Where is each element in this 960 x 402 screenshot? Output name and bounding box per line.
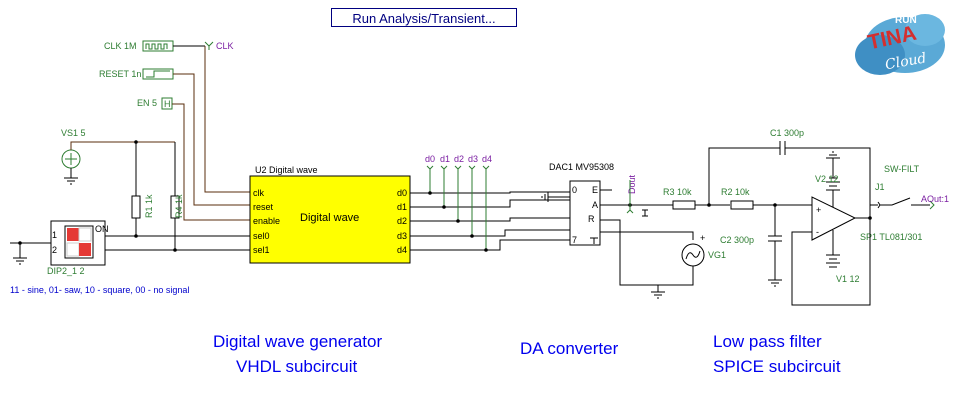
v2-supply[interactable] bbox=[826, 177, 840, 191]
opamp-label: SP1 TL081/301 bbox=[860, 232, 922, 242]
dip-on-label: ON bbox=[95, 224, 109, 234]
dac-label: DAC1 MV95308 bbox=[549, 162, 614, 172]
clk-net-label: CLK bbox=[216, 41, 234, 51]
dac-pin7: 7 bbox=[572, 235, 577, 245]
caption-lpf-line1: Low pass filter bbox=[713, 332, 822, 351]
r1-resistor[interactable] bbox=[131, 195, 141, 219]
u2-title: U2 Digital wave bbox=[255, 165, 318, 175]
switch-label: SW-FILT bbox=[884, 164, 920, 174]
logo-cloud-text: Cloud bbox=[884, 50, 928, 73]
c2-label: C2 300p bbox=[720, 235, 754, 245]
u2-out-d2: d2 bbox=[397, 216, 407, 226]
dac-pin-a: A bbox=[592, 200, 598, 210]
u2-out-d4: d4 bbox=[397, 245, 407, 255]
caption-lpf-line2: SPICE subcircuit bbox=[713, 357, 841, 376]
u2-out-d3: d3 bbox=[397, 231, 407, 241]
r2-resistor[interactable] bbox=[730, 200, 754, 210]
run-analysis-transient-button[interactable]: Run Analysis/Transient... bbox=[331, 8, 517, 27]
v1-label: V1 12 bbox=[836, 274, 860, 284]
dac-pin-r: R bbox=[588, 214, 595, 224]
u2-in-clk: clk bbox=[253, 188, 264, 198]
u2-in-sel0: sel0 bbox=[253, 231, 270, 241]
switch-j1-label: J1 bbox=[875, 182, 885, 192]
probe-d0-label: d0 bbox=[425, 154, 435, 164]
u2-digital-wave-block[interactable] bbox=[249, 175, 411, 264]
u2-name: Digital wave bbox=[300, 212, 359, 224]
r2-label: R2 10k bbox=[721, 187, 750, 197]
dac-chip[interactable] bbox=[569, 180, 601, 246]
probe-d4-label: d4 bbox=[482, 154, 492, 164]
dac-pin-e: E bbox=[592, 185, 598, 195]
dip-pin1: 1 bbox=[52, 230, 57, 240]
u2-in-sel1: sel1 bbox=[253, 245, 270, 255]
r4-label: R4 1k bbox=[174, 194, 184, 218]
v1-supply[interactable] bbox=[826, 254, 840, 268]
probe-d1-label: d1 bbox=[440, 154, 450, 164]
dac-probe-dout: Dout bbox=[627, 174, 637, 194]
c2-capacitor[interactable] bbox=[768, 235, 782, 242]
u2-in-reset: reset bbox=[253, 202, 274, 212]
dac-pin0: 0 bbox=[572, 185, 577, 195]
aout-net-label: AOut:1 bbox=[921, 194, 949, 204]
r1-label: R1 1k bbox=[144, 194, 154, 218]
clk-source-label: CLK 1M bbox=[104, 41, 137, 51]
svg-text:+: + bbox=[816, 205, 821, 215]
caption-dac: DA converter bbox=[520, 339, 619, 358]
svg-text:+: + bbox=[700, 233, 705, 243]
probe-d3-label: d3 bbox=[468, 154, 478, 164]
c1-capacitor[interactable] bbox=[779, 141, 786, 155]
r3-resistor[interactable] bbox=[672, 200, 696, 210]
dip-label: DIP2_1 2 bbox=[47, 266, 85, 276]
sw-filt-switch[interactable] bbox=[880, 197, 911, 206]
caption-generator-line2: VHDL subcircuit bbox=[236, 357, 358, 376]
opamp-sp1[interactable] bbox=[811, 196, 857, 241]
u2-out-d1: d1 bbox=[397, 202, 407, 212]
v2-label: V2 12 bbox=[815, 174, 839, 184]
vs1-label: VS1 5 bbox=[61, 128, 86, 138]
en-source-label: EN 5 bbox=[137, 98, 157, 108]
r3-label: R3 10k bbox=[663, 187, 692, 197]
caption-generator-line1: Digital wave generator bbox=[213, 332, 382, 351]
u2-out-d0: d0 bbox=[397, 188, 407, 198]
c1-label: C1 300p bbox=[770, 128, 804, 138]
probe-d2-label: d2 bbox=[454, 154, 464, 164]
u2-in-enable: enable bbox=[253, 216, 280, 226]
en-source-h: H bbox=[164, 99, 171, 109]
dip-legend: 11 - sine, 01- saw, 10 - square, 00 - no… bbox=[10, 285, 189, 295]
svg-text:-: - bbox=[816, 227, 819, 237]
reset-source-label: RESET 1n bbox=[99, 69, 141, 79]
logo-run-text: RUN bbox=[895, 15, 917, 26]
vg1-label: VG1 bbox=[708, 250, 726, 260]
tina-cloud-logo: RUN TINA Cloud bbox=[855, 14, 945, 75]
dip-pin2: 2 bbox=[52, 245, 57, 255]
